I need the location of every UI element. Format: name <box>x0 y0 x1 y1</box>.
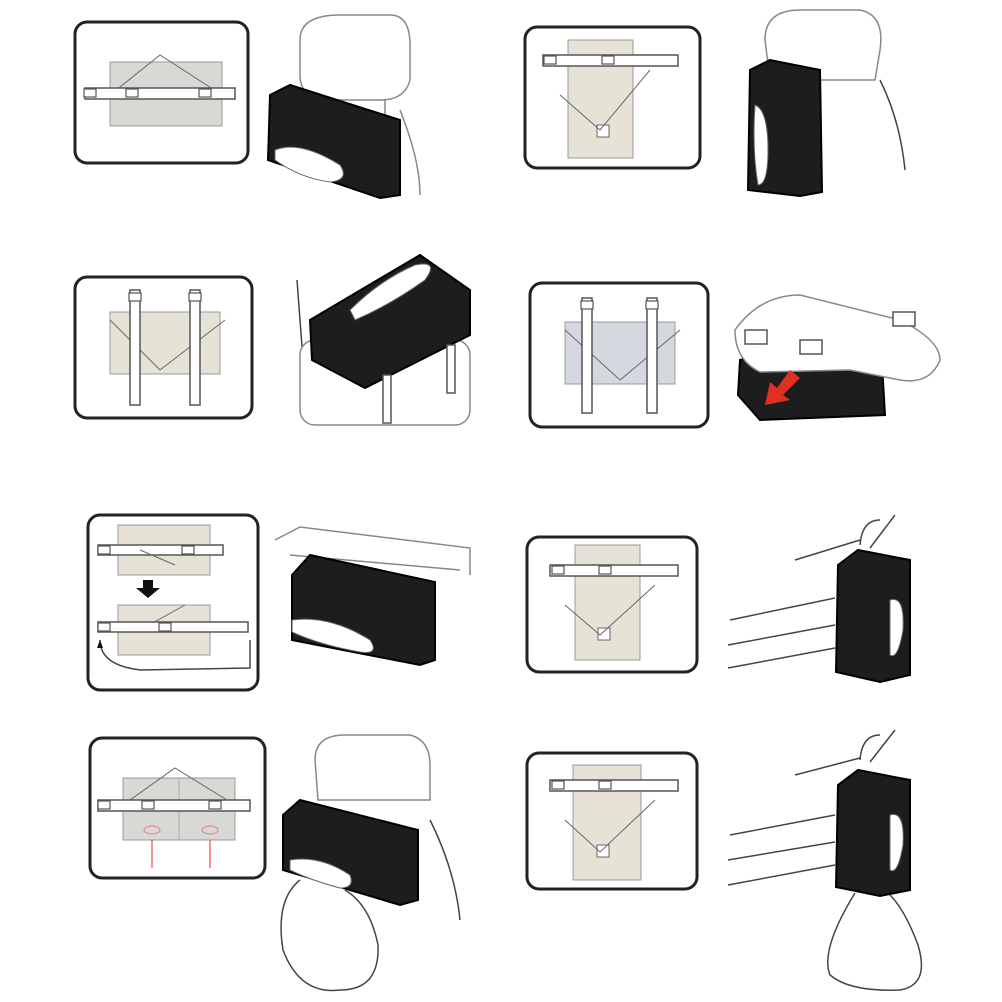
step-panel-4 <box>528 281 710 429</box>
red-arrow-icon <box>765 370 800 405</box>
step-panel-2 <box>523 25 702 170</box>
illustration-vertical-mount <box>746 9 906 198</box>
step-panel-6 <box>525 535 699 674</box>
illustration-hanging-box <box>727 514 911 684</box>
illustration-hanging-box-with-bag <box>727 729 923 991</box>
down-arrow-icon <box>136 580 160 598</box>
step-panel-7 <box>88 736 267 880</box>
step-panel-1 <box>73 20 250 165</box>
step-panel-8 <box>525 751 699 891</box>
illustration-dashboard-mount <box>274 526 471 667</box>
illustration-seat-back-mount <box>296 253 471 426</box>
step-panel-3 <box>73 275 254 420</box>
illustration-headrest-mount <box>266 14 421 200</box>
illustration-headrest-with-bag <box>280 734 461 992</box>
illustration-sun-visor-mount <box>734 294 941 422</box>
step-panel-5 <box>86 513 260 692</box>
